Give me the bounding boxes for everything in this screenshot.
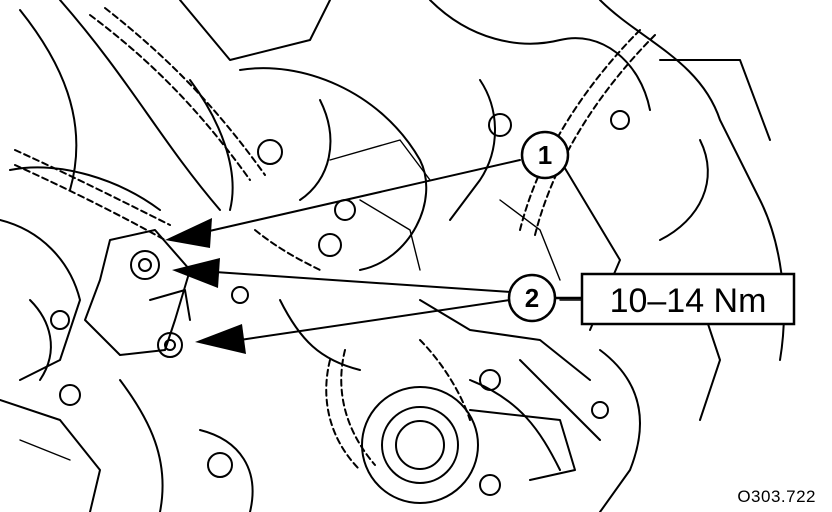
callout-1-leader (204, 159, 521, 233)
torque-spec-box (580, 272, 796, 326)
callout-1-number: 1 (538, 140, 552, 170)
crankshaft-sprocket (361, 386, 576, 504)
torque-spec-label: 10–14 Nm (610, 282, 767, 320)
callout-2-number: 2 (525, 283, 539, 313)
callout-2-leader-lower (239, 299, 511, 341)
bolt-heads (50, 110, 630, 496)
callout-1: 1 (165, 130, 570, 248)
chain-tensioner (84, 229, 191, 358)
callout-1-circle (520, 130, 570, 180)
callout-1-arrowhead (165, 218, 212, 248)
engine-block-drawing (0, 0, 785, 512)
callout-2-leader-upper (214, 271, 511, 293)
callout-2-arrowhead-lower (195, 324, 246, 354)
figure-id-label: O303.722 (737, 487, 816, 506)
callout-2-arrowhead-upper (172, 258, 220, 288)
callout-2: 2 10–14 Nm (172, 258, 796, 354)
